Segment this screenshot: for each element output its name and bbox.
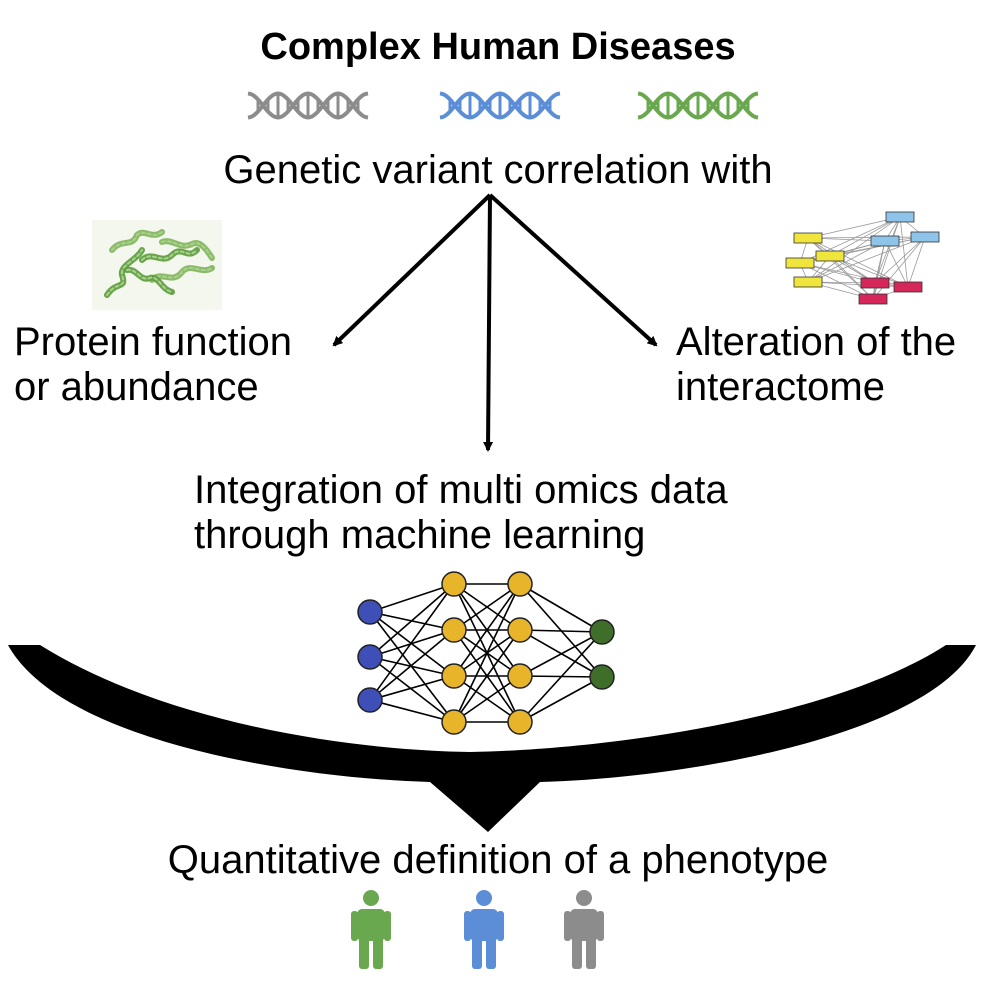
branch-arrows	[332, 193, 658, 452]
network-node	[793, 232, 823, 244]
arrow-to-interactome	[488, 193, 658, 347]
neuron-node	[589, 619, 615, 645]
network-node	[870, 235, 900, 247]
network-node	[858, 293, 888, 305]
interactome-line1: Alteration of the	[676, 320, 957, 364]
network-node	[793, 276, 823, 288]
funnel-bracket	[8, 645, 976, 832]
neuron-node	[507, 663, 533, 689]
interactome-line2: interactome	[676, 364, 885, 409]
dna-blue-icon	[439, 91, 561, 120]
dna-gray-icon	[247, 91, 369, 120]
neuron-node	[441, 571, 467, 597]
protein-structure-icon	[92, 220, 222, 310]
neuron-node	[357, 599, 383, 625]
bracket-curve	[8, 645, 976, 832]
person-blue-icon	[464, 890, 504, 969]
neuron-node	[441, 709, 467, 735]
network-node	[910, 231, 940, 243]
multi-omics-line1: Integration of multi omics data	[194, 468, 728, 512]
neuron-node	[507, 571, 533, 597]
person-green-icon	[351, 890, 391, 969]
person-gray-icon	[564, 890, 604, 969]
protein-function-line2: or abundance	[14, 364, 259, 409]
arrow-to-protein	[332, 193, 492, 347]
network-connections	[369, 583, 603, 723]
interactome-network-icon	[785, 211, 940, 305]
neuron-node	[357, 644, 383, 670]
protein-function-line1: Protein function	[14, 320, 292, 364]
protein-function-label: Protein function or abundance	[14, 320, 292, 410]
neuron-node	[441, 617, 467, 643]
phenotype-people	[351, 890, 604, 969]
phenotype-label: Quantitative definition of a phenotype	[167, 838, 829, 882]
diagram-title: Complex Human Diseases	[260, 26, 736, 68]
network-node	[860, 277, 890, 289]
neuron-node	[507, 709, 533, 735]
multi-omics-label: Integration of multi omics data through …	[194, 468, 728, 558]
dna-green-icon	[637, 91, 759, 120]
dna-icons	[247, 91, 759, 120]
network-node	[885, 211, 915, 223]
neuron-node	[589, 664, 615, 690]
neuron-node	[357, 687, 383, 713]
network-node	[815, 250, 845, 262]
genetic-variant-label: Genetic variant correlation with	[223, 148, 773, 192]
neural-network-icon	[357, 571, 615, 735]
network-node	[893, 281, 923, 293]
network-node	[785, 257, 815, 269]
arrow-to-integration	[483, 194, 494, 452]
multi-omics-line2: through machine learning	[194, 512, 646, 557]
neuron-node	[441, 663, 467, 689]
interactome-label: Alteration of the interactome	[676, 320, 956, 410]
neuron-node	[507, 617, 533, 643]
